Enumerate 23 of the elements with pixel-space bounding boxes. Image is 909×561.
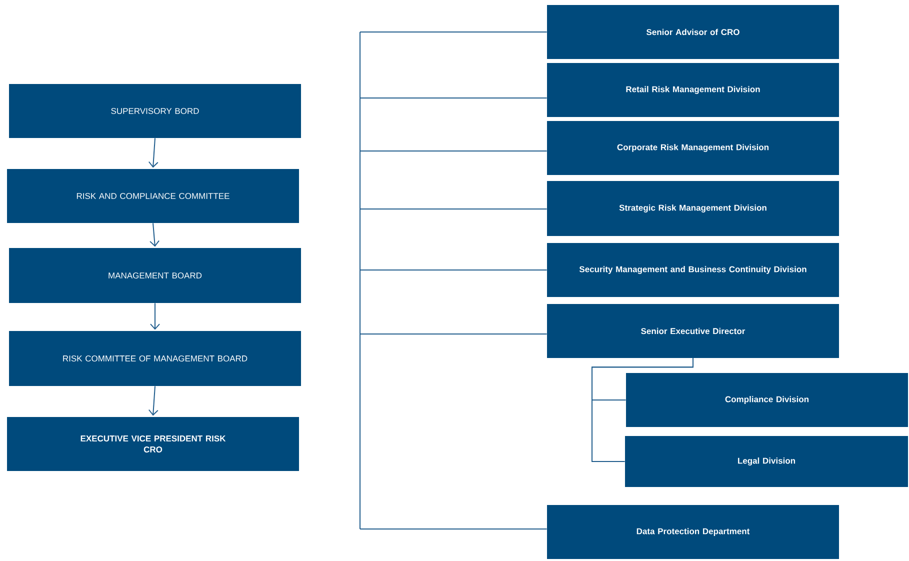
- org-box: SUPERVISORY BORD: [9, 84, 301, 138]
- org-box: Data Protection Department: [547, 504, 839, 559]
- org-box: Corporate Risk Management Division: [547, 121, 839, 175]
- org-box: RISK COMMITTEE OF MANAGEMENT BOARD: [9, 331, 301, 386]
- org-box: Senior Advisor of CRO: [547, 4, 839, 59]
- org-box: MANAGEMENT BOARD: [9, 248, 301, 303]
- connector-line: [360, 208, 548, 210]
- arrow: [150, 222, 160, 247]
- arrow: [150, 302, 160, 330]
- org-box: Strategic Risk Management Division: [547, 181, 839, 236]
- org-box: Compliance Division: [626, 372, 908, 427]
- org-box: Legal Division: [625, 436, 908, 487]
- connector-line: [592, 358, 694, 462]
- arrow: [148, 386, 158, 416]
- org-box: Security Management and Business Continuity Division: [547, 242, 839, 297]
- org-box: Retail Risk Management Division: [547, 63, 839, 117]
- org-box: RISK AND COMPLIANCE COMMITTEE: [7, 168, 299, 223]
- connector-line: [360, 150, 548, 152]
- arrow: [148, 138, 158, 168]
- org-box: EXECUTIVE VICE PRESIDENT RISK CRO: [7, 416, 299, 471]
- connector-line: [360, 333, 548, 334]
- connector-line: [360, 528, 548, 530]
- org-box: Senior Executive Director: [547, 304, 839, 358]
